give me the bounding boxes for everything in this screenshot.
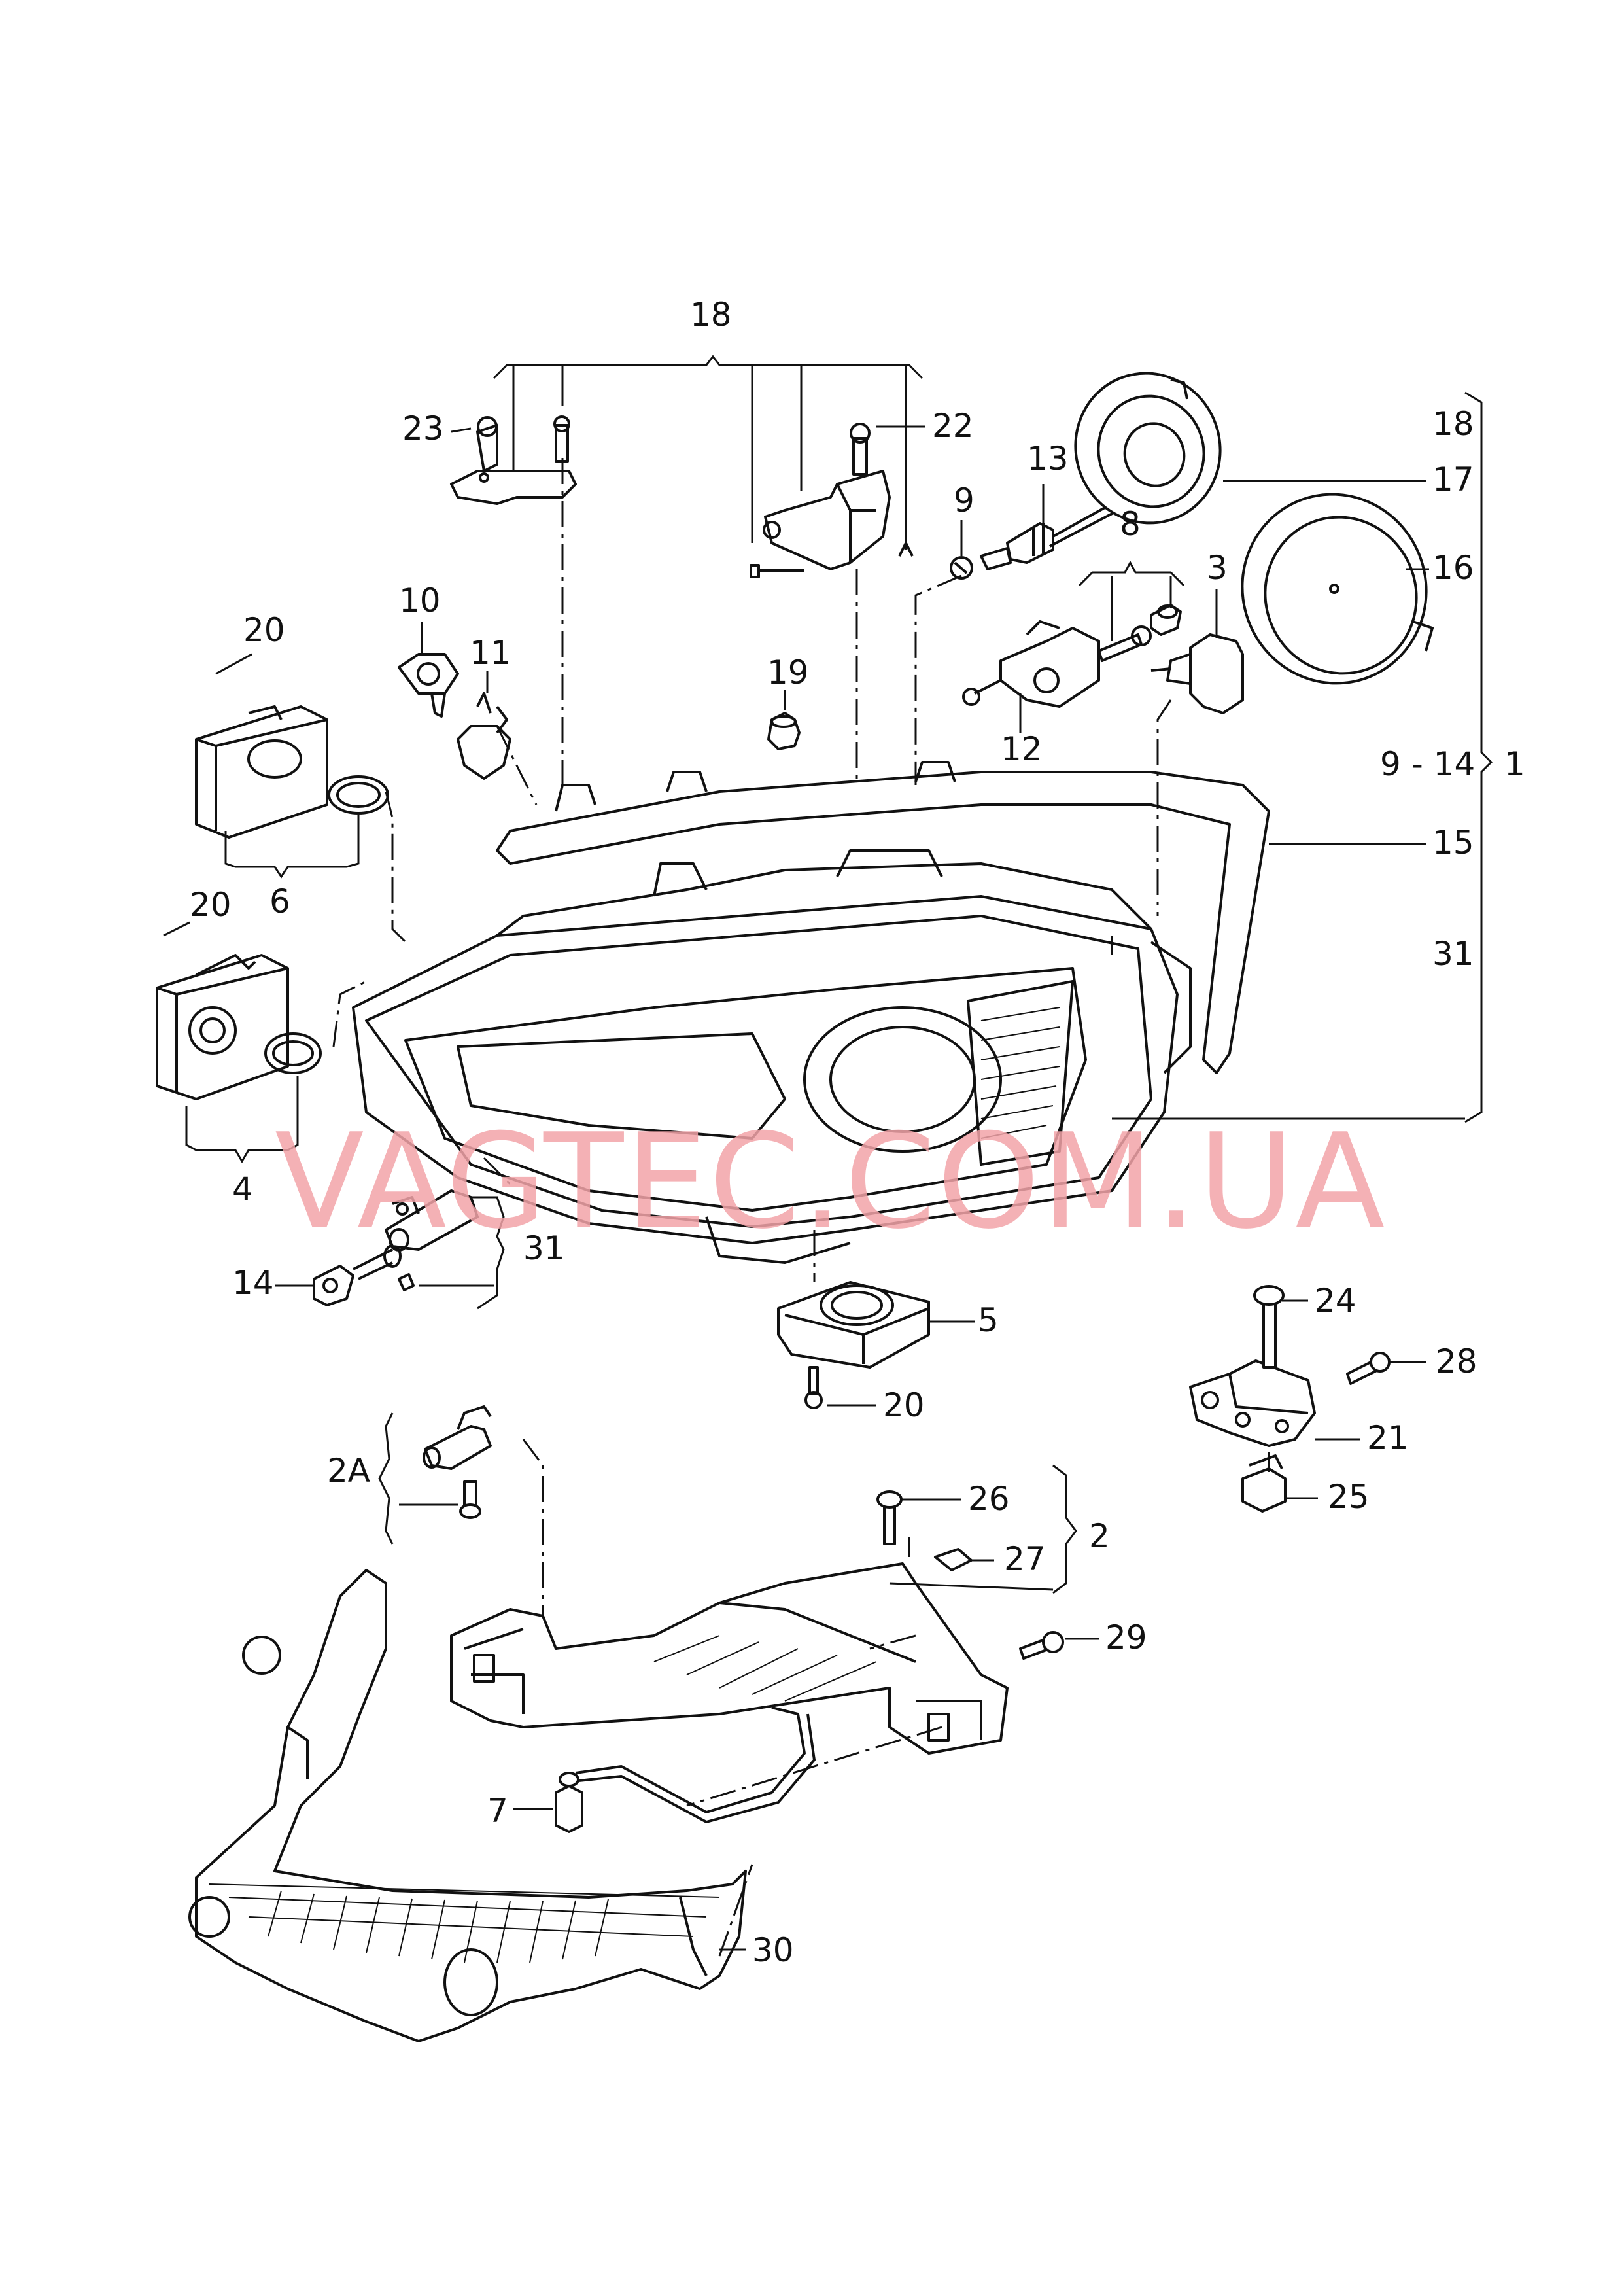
label-9: 9 [954,482,975,519]
bulb-3 [1150,633,1244,714]
label-27: 27 [1004,1540,1046,1578]
label-22: 22 [932,407,974,445]
label-23: 23 [402,410,444,447]
control-unit-4 [156,954,322,1100]
label-20-c: 20 [883,1386,925,1424]
label-1: 1 [1504,745,1525,783]
bolt-26 [876,1490,903,1545]
control-unit-6 [195,705,389,839]
bolt-29 [1019,1631,1064,1660]
label-29: 29 [1105,1619,1147,1656]
bolt-24 [1253,1285,1285,1369]
bolt-28 [1346,1352,1391,1385]
bulb-9 [950,556,973,580]
label-26: 26 [968,1480,1010,1518]
label-21: 21 [1367,1419,1409,1457]
label-12: 12 [1001,730,1043,768]
connector-2a [423,1405,492,1519]
adjuster-motor-12 [962,620,1100,708]
connector-31 [385,1189,479,1291]
label-15: 15 [1432,824,1474,862]
cover-cap-17 [1074,372,1222,525]
label-4: 4 [232,1170,253,1208]
label-20-b: 20 [190,886,232,924]
label-2a: 2A [327,1452,370,1490]
label-6: 6 [269,883,290,920]
leader-lines [163,355,1493,1951]
label-31-right: 31 [1432,935,1474,973]
label-19: 19 [767,654,809,692]
watermark: VAGTEC.COM.UA [275,1106,1386,1258]
sensor-7 [555,1706,816,1833]
label-17: 17 [1432,461,1474,499]
label-31-left: 31 [523,1229,565,1267]
dash-dot-lines [332,458,1270,1957]
label-14: 14 [232,1264,274,1302]
nut-25 [1241,1454,1287,1513]
holder-11 [457,692,511,780]
label-18-right: 18 [1432,405,1474,443]
bracket-21 [1189,1359,1316,1447]
label-20-a: 20 [243,611,285,649]
bracket-23 [450,415,577,505]
label-16: 16 [1432,549,1474,587]
label-5: 5 [978,1301,999,1339]
label-11: 11 [470,634,511,672]
control-module-5 [777,1281,930,1409]
label-28: 28 [1436,1342,1477,1380]
label-30: 30 [752,1931,794,1969]
clip-27 [934,1548,973,1571]
grommet-19 [767,712,801,750]
label-3: 3 [1207,549,1228,587]
bulb-10 [398,653,459,718]
adjuster-13 [980,502,1120,570]
label-2: 2 [1089,1517,1110,1555]
label-24: 24 [1315,1282,1356,1320]
bracket-22 [750,423,914,578]
lock-carrier-30 [188,1569,747,2042]
label-25: 25 [1328,1478,1370,1516]
label-13: 13 [1027,440,1069,478]
headlight-housing [352,849,1192,1264]
label-7: 7 [487,1792,508,1830]
mount-bracket-2 [450,1562,1009,1755]
label-8: 8 [1120,505,1141,543]
label-10: 10 [399,582,441,620]
callout-labels: 18 23 22 13 9 8 3 18 17 16 9 - 14 1 15 3… [190,296,1525,1969]
trim-strip [496,761,1270,1074]
cover-cap-16 [1241,493,1434,685]
label-9-14: 9 - 14 [1380,745,1475,783]
screws-8 [1097,604,1182,662]
label-18-top: 18 [690,296,732,334]
